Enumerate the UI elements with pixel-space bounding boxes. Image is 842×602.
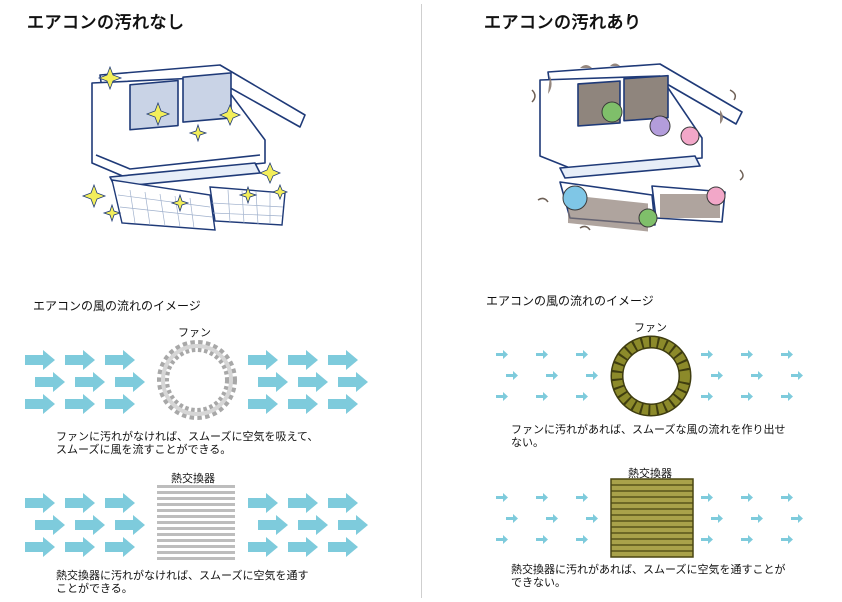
- panel-divider: [421, 4, 422, 598]
- clean-hx-label: 熱交換器: [171, 472, 215, 485]
- clean-ac-illustration: [81, 64, 306, 231]
- clean-hx-caption-line1: 熱交換器に汚れがなければ、スムーズに空気を通す: [56, 569, 309, 582]
- clean-fan-caption-line1: ファンに汚れがなければ、スムーズに空気を吸えて、: [56, 430, 319, 443]
- dirty-ac-illustration: [531, 63, 744, 232]
- clean-title: エアコンの汚れなし: [27, 13, 185, 33]
- dirty-hx-caption-line2: できない。: [511, 576, 566, 589]
- dirty-fan-flow: [496, 335, 803, 417]
- dirty-hx-label: 熱交換器: [628, 467, 672, 480]
- dirty-title: エアコンの汚れあり: [484, 13, 642, 33]
- clean-hx-caption-line2: ことができる。: [56, 582, 133, 595]
- clean-fan-label: ファン: [178, 326, 211, 339]
- clean-fan-flow: [25, 340, 368, 420]
- dirty-hx-flow: [496, 478, 803, 558]
- dirty-flow-heading: エアコンの風の流れのイメージ: [486, 294, 654, 308]
- dirty-fan-caption-line1: ファンに汚れがあれば、スムーズな風の流れを作り出せ: [511, 423, 786, 436]
- dirty-fan-caption-line2: ない。: [511, 436, 544, 449]
- clean-flow-heading: エアコンの風の流れのイメージ: [33, 299, 201, 313]
- dirty-fan-label: ファン: [634, 321, 667, 334]
- clean-fan-caption-line2: スムーズに風を流すことができる。: [56, 443, 232, 456]
- dirty-hx-caption-line1: 熱交換器に汚れがあれば、スムーズに空気を通すことが: [511, 563, 786, 576]
- clean-hx-flow: [25, 485, 368, 560]
